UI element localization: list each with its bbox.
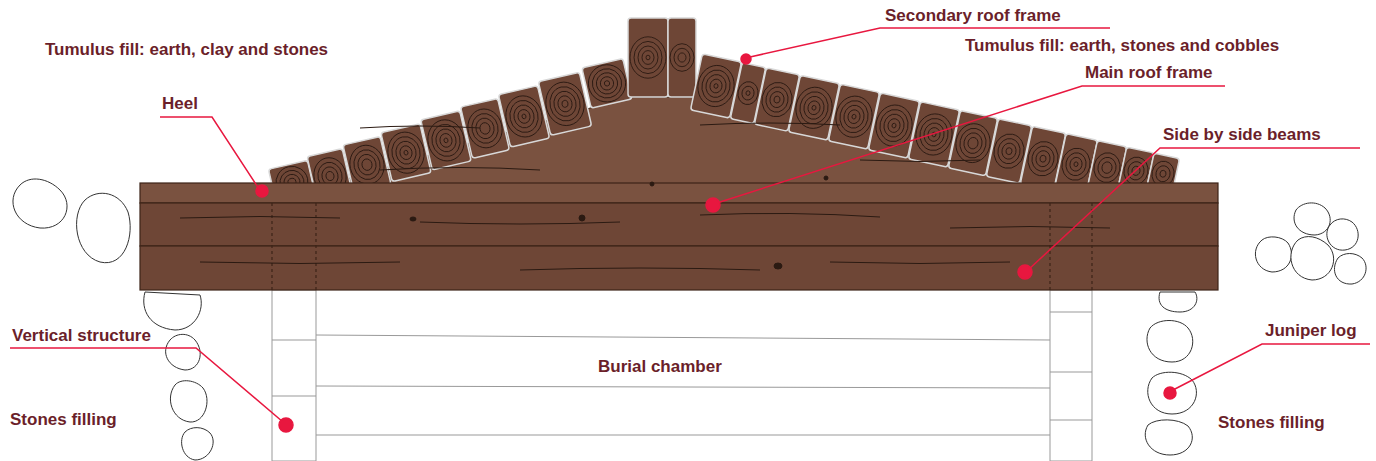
stones-label: Stones filling: [1218, 413, 1325, 433]
stones: [13, 179, 1366, 460]
log-end: [538, 72, 591, 135]
leader-lines: [10, 28, 1370, 432]
tumulus-label: Tumulus fill: earth, stones and cobbles: [965, 36, 1279, 56]
part-label: Vertical structure: [12, 326, 151, 346]
part-label: Juniper log: [1265, 321, 1357, 341]
wood-grain: [180, 123, 1110, 270]
part-label: Main roof frame: [1085, 63, 1213, 83]
chamber-label: Burial chamber: [598, 357, 722, 377]
part-label: Side by side beams: [1163, 125, 1321, 145]
stones-label: Stones filling: [10, 410, 117, 430]
log-end: [582, 59, 632, 109]
log-end: [628, 18, 668, 97]
log-end: [668, 18, 696, 97]
side-by-side-beams: [140, 183, 1218, 290]
part-label: Heel: [162, 94, 198, 114]
tumulus-label: Tumulus fill: earth, clay and stones: [45, 40, 328, 60]
chamber-walls: [272, 290, 1092, 461]
part-label: Secondary roof frame: [885, 6, 1061, 26]
